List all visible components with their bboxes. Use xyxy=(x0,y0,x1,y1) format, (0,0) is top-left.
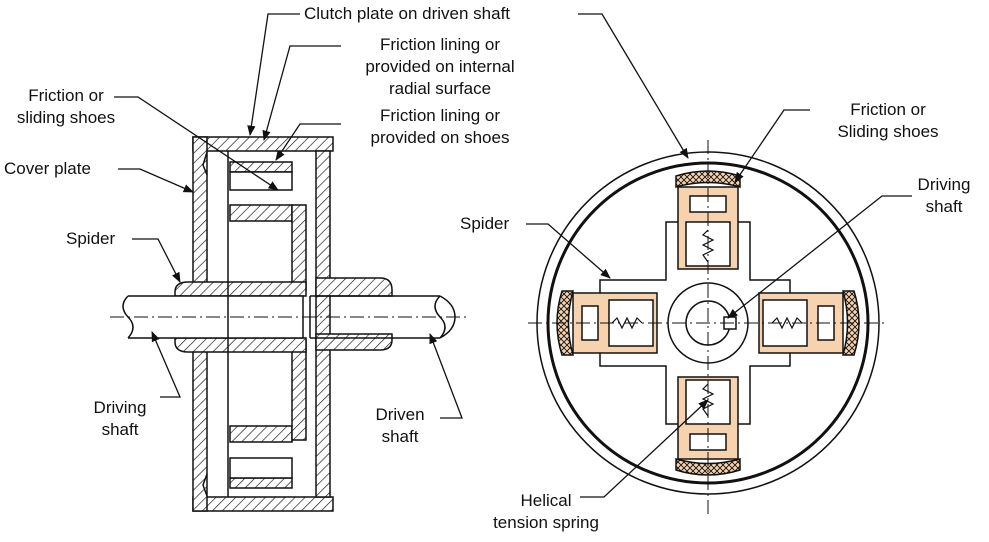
label-friction-lining-internal: Friction lining or provided on internal … xyxy=(340,34,540,100)
label-line: Friction lining or xyxy=(380,106,500,125)
label-cover-plate: Cover plate xyxy=(4,159,91,178)
drum-top-flange xyxy=(192,136,334,152)
label-helical-spring: Helical tension spring xyxy=(476,490,616,534)
label-driving-shaft-right: Driving shaft xyxy=(906,174,982,218)
label-line: Driving xyxy=(917,175,971,194)
label-driven-shaft: Driven shaft xyxy=(360,404,440,448)
label-friction-lining-shoes: Friction lining or provided on shoes xyxy=(346,105,534,149)
shoe-top-outer xyxy=(229,171,293,191)
label-line: shaft xyxy=(381,427,419,446)
label-line: Friction lining or xyxy=(380,35,500,54)
label-line: radial surface xyxy=(388,79,492,98)
label-line: Friction or xyxy=(28,86,104,105)
label-friction-shoes-right: Friction or Sliding shoes xyxy=(814,99,962,143)
label-line: shaft xyxy=(925,197,963,216)
spider-web xyxy=(291,204,307,291)
label-driving-shaft-left: Driving shaft xyxy=(80,397,160,441)
friction-lining-bottom xyxy=(229,477,293,489)
label-line: sliding shoes xyxy=(16,108,116,127)
label-line: Friction or xyxy=(850,100,926,119)
label-spider-right: Spider xyxy=(460,214,510,233)
label-clutch-plate: Clutch plate on driven shaft xyxy=(304,4,511,23)
label-friction-shoes-left: Friction or sliding shoes xyxy=(4,85,128,129)
label-line: Helical xyxy=(520,491,572,510)
leader-lines xyxy=(114,13,912,498)
drum-bottom-flange xyxy=(192,496,334,512)
friction-lining-top xyxy=(229,161,293,173)
sectional-view xyxy=(122,136,456,512)
driven-hub xyxy=(315,277,393,297)
label-line: Sliding shoes xyxy=(837,122,939,141)
label-line: shaft xyxy=(101,420,139,439)
shoe-top-inner xyxy=(229,204,293,222)
label-line: provided on shoes xyxy=(370,128,510,147)
drum-wall xyxy=(315,150,331,498)
label-line: provided on internal xyxy=(365,57,515,76)
label-spider-left: Spider xyxy=(66,229,116,248)
label-line: Driving xyxy=(93,398,147,417)
spider-hub xyxy=(174,281,307,297)
label-line: Driven xyxy=(375,405,425,424)
label-line: tension spring xyxy=(493,513,599,532)
